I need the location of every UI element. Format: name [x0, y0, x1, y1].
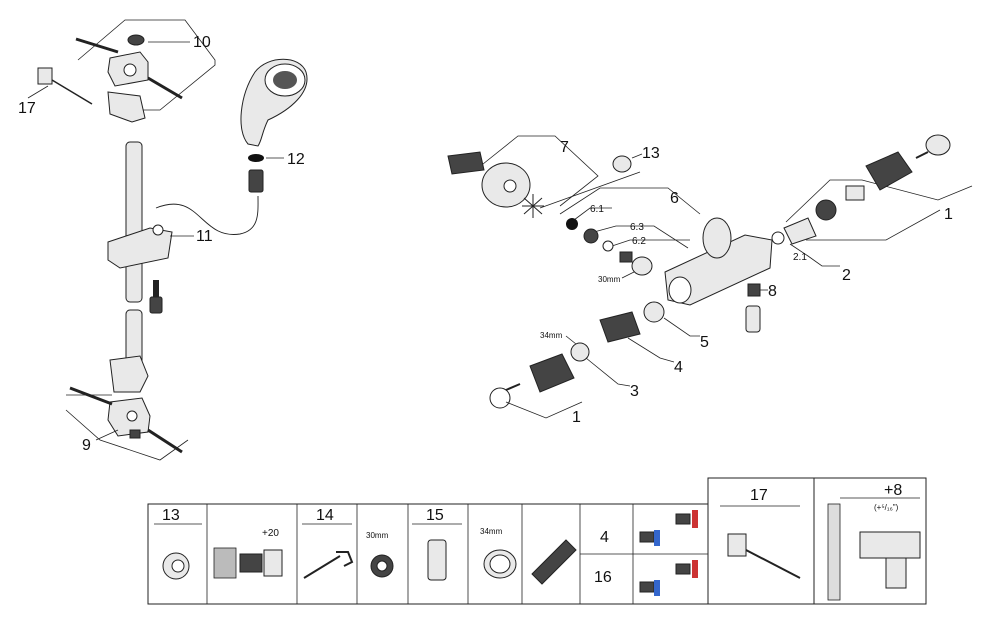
flow-handle	[529, 353, 575, 393]
screw-17	[51, 79, 93, 105]
legend-4: 4	[600, 529, 609, 546]
callout-17: 17	[18, 100, 36, 117]
screw-top-right	[147, 76, 183, 100]
legend-wrench-icon	[303, 551, 354, 579]
temperature-handle	[865, 151, 913, 191]
thermostat-mixer-assembly: 7 13 6 6.1 6.3 6.2 30mm	[447, 134, 973, 426]
callout-5: 5	[700, 334, 709, 351]
part-6-3	[583, 228, 599, 244]
legend-screw-17	[745, 549, 801, 579]
callout-6-2: 6.2	[632, 236, 646, 247]
legend-cartridge	[531, 539, 577, 585]
callout-11: 11	[196, 228, 213, 245]
callout-7: 7	[560, 139, 569, 156]
legend-sleeve-15	[427, 539, 447, 581]
washer-12	[248, 154, 264, 162]
callout-3: 3	[630, 383, 639, 400]
slider-11	[107, 227, 173, 269]
nut-5	[643, 301, 665, 323]
rail-upper	[125, 141, 143, 303]
oring-2-1	[771, 231, 785, 245]
shower-hose	[155, 195, 259, 235]
legend-box-17	[707, 477, 815, 605]
leader-9	[95, 429, 119, 441]
legend-wall	[827, 503, 841, 601]
label-34mm: 34mm	[540, 331, 563, 340]
leader-10-box	[77, 19, 216, 111]
legend-15: 15	[426, 507, 444, 524]
washer-6-1	[566, 218, 578, 230]
legend-16: 16	[594, 569, 612, 586]
legend-wall-section	[213, 547, 237, 579]
leader-7-box	[477, 135, 599, 207]
callout-9: 9	[82, 437, 91, 454]
rail-holder-top	[107, 91, 146, 123]
oring-6-2	[602, 240, 614, 252]
cartridge-4	[599, 311, 641, 343]
screw-bottom-left	[69, 386, 113, 406]
callout-6-1: 6.1	[590, 204, 604, 215]
callout-6-3: 6.3	[630, 222, 644, 233]
mixer-body	[664, 234, 773, 306]
wall-rosette	[702, 217, 732, 259]
legend-30mm: 30mm	[366, 531, 389, 540]
callout-2-1: 2.1	[793, 252, 807, 263]
callout-8: 8	[768, 283, 777, 300]
plate-17	[37, 67, 53, 85]
callout-1-bottom: 1	[572, 409, 581, 426]
legend-plate-17	[727, 533, 747, 557]
legend-mixer-section	[859, 531, 921, 559]
filter-6	[619, 251, 633, 263]
callout-13: 13	[642, 145, 660, 162]
callout-2: 2	[842, 267, 851, 284]
eccentric-fitting	[447, 151, 485, 175]
callout-4: 4	[674, 359, 683, 376]
outlet-adapter	[745, 305, 761, 333]
legend-14: 14	[316, 507, 334, 524]
legend-13: 13	[162, 507, 180, 524]
cap-13	[612, 155, 632, 173]
legend-plus20: +20	[262, 528, 279, 539]
nut-right	[815, 199, 837, 221]
check-valve-2	[783, 217, 817, 245]
handle-cap	[925, 134, 951, 156]
callout-10: 10	[193, 34, 211, 51]
nut-34mm	[570, 342, 590, 362]
legend-34mm: 34mm	[480, 527, 503, 536]
outlet-8	[747, 283, 761, 297]
rail-holder-bottom	[109, 355, 149, 393]
screw-top-left	[75, 37, 119, 54]
shower-rail-assembly: 10 17 11 12	[18, 19, 308, 461]
screw-bottom-right	[147, 428, 183, 454]
seal-star-icon	[522, 194, 544, 218]
callout-1-top: 1	[944, 206, 953, 223]
legend-4-parts	[639, 510, 698, 546]
spare-parts-legend: 13 +20 14 30mm 15 34mm 4 16	[147, 477, 927, 605]
label-30mm: 30mm	[598, 275, 621, 284]
legend-16-parts	[639, 560, 698, 596]
legend-plus8-inch: (+⁵/₁₆")	[874, 503, 899, 512]
bracket-cap	[127, 34, 145, 46]
nut-30mm	[631, 256, 653, 276]
spline-adapter	[845, 185, 865, 201]
flow-handle-cap	[489, 387, 511, 409]
callout-12: 12	[287, 151, 305, 168]
leader-17	[27, 85, 49, 99]
legend-extension	[239, 553, 263, 573]
callout-6: 6	[670, 190, 679, 207]
hose-nut-lower	[149, 296, 163, 314]
legend-plus8: +8	[884, 482, 902, 499]
hose-nut-upper	[248, 169, 264, 193]
leader-9-box	[65, 409, 189, 461]
legend-17: 17	[750, 487, 768, 504]
